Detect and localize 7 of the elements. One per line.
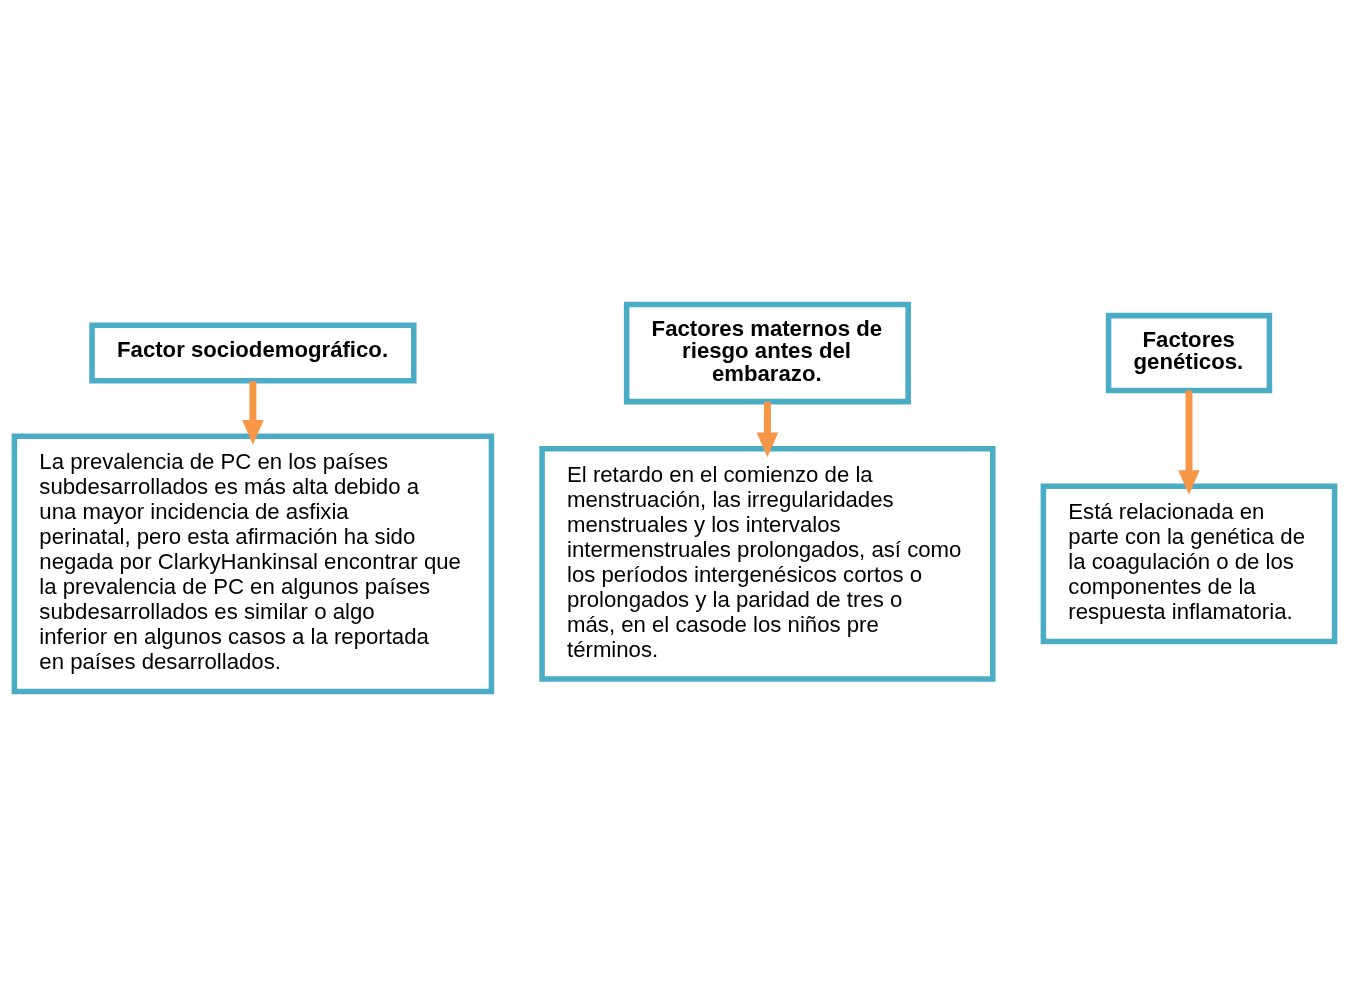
node-box: Factores maternos de riesgo antes del embarazo. [623, 301, 911, 404]
node-box: Factores genéticos. [1105, 312, 1273, 393]
arrow [242, 380, 264, 445]
node-box: Está relacionada en parte con la genética de la coagulación o de los componentes de la respuesta inflamatoria. [1040, 482, 1338, 644]
node-box: El retardo en el comienzo de la menstruación, las irregularidades menstruales y los intervalos intermenstruales prolongados, así como los períodos intergenésicos cortos o prolongados y la paridad de tres o más, en el casode los niños pre términos. [539, 445, 996, 682]
node-box: Factor sociodemográfico. [89, 322, 417, 384]
node-box: La prevalencia de PC en los países subdesarrollados es más alta debido a una mayor incidencia de asfixia perinatal, pero esta afirmación ha sido negada por ClarkyHankinsal encontrar que la prevalencia de PC en algunos países subdesarrollados es similar o algo inferior en algunos casos a la reportada en países desarrollados. [11, 433, 495, 694]
